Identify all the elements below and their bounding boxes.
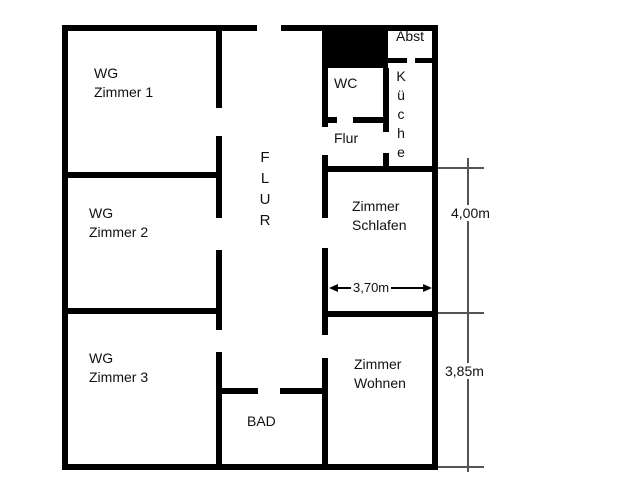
corridor-east-wall-seg4 xyxy=(322,358,328,470)
outer-wall-left xyxy=(62,25,68,470)
room-label-wg-zimmer-3: WG Zimmer 3 xyxy=(89,350,149,385)
room-label-wg-zimmer-1: WG Zimmer 1 xyxy=(94,65,154,100)
room-label-wc: WC xyxy=(334,75,358,91)
abst-bottom-wall-right xyxy=(415,58,437,63)
room-label-bad: BAD xyxy=(247,413,276,429)
wall-schlafen-wohnen xyxy=(322,311,438,317)
kueche-west-wall-seg1 xyxy=(383,68,389,132)
abst-bottom-wall-left xyxy=(388,58,407,63)
bad-top-wall-right xyxy=(280,388,328,394)
dim-label-schlafen-width: 3,70m xyxy=(351,280,392,295)
corridor-west-wall-seg1 xyxy=(216,25,222,108)
wc-bottom-wall-left xyxy=(322,117,337,123)
corridor-west-wall-seg2 xyxy=(216,136,222,218)
corridor-east-wall-seg1 xyxy=(322,68,328,127)
dim-tick-top xyxy=(438,167,484,169)
dim-tick-middle xyxy=(438,312,484,314)
dim-arrow-line-right xyxy=(389,287,424,289)
flur-small-bottom-wall xyxy=(322,166,438,172)
kueche-west-wall-seg2 xyxy=(383,153,389,172)
dim-label-wohnen-height: 3,85m xyxy=(443,363,486,379)
shaft-block xyxy=(322,27,388,68)
dim-arrowhead-left xyxy=(329,284,338,292)
room-label-abst: Abst xyxy=(396,28,425,44)
dim-tick-bottom xyxy=(438,466,484,468)
room-label-zimmer-schlafen: Zimmer Schlafen xyxy=(352,198,407,233)
wc-bottom-wall-right xyxy=(353,117,388,123)
corridor-east-wall-seg3 xyxy=(322,248,328,335)
room-label-wg-zimmer-2: WG Zimmer 2 xyxy=(89,205,149,240)
corridor-west-wall-seg3 xyxy=(216,250,222,330)
dim-arrowhead-right xyxy=(423,284,432,292)
outer-wall-top-left xyxy=(62,25,257,31)
corridor-east-wall-seg2 xyxy=(322,155,328,218)
corridor-west-wall-seg4 xyxy=(216,352,222,470)
bad-top-wall-left xyxy=(216,388,258,394)
dim-extension-line-vertical xyxy=(467,158,469,472)
room-label-flur-corridor: F L U R xyxy=(259,149,271,229)
outer-wall-bottom xyxy=(62,464,438,470)
wall-zimmer2-zimmer3 xyxy=(62,308,222,314)
room-label-flur-small: Flur xyxy=(334,130,359,146)
room-label-kueche: K ü c h e xyxy=(396,68,406,160)
dim-arrow-line-left xyxy=(334,287,351,289)
room-label-zimmer-wohnen: Zimmer Wohnen xyxy=(354,356,406,391)
wall-zimmer1-zimmer2 xyxy=(62,172,222,178)
outer-wall-right xyxy=(432,25,438,470)
dim-label-schlafen-height: 4,00m xyxy=(449,205,492,221)
